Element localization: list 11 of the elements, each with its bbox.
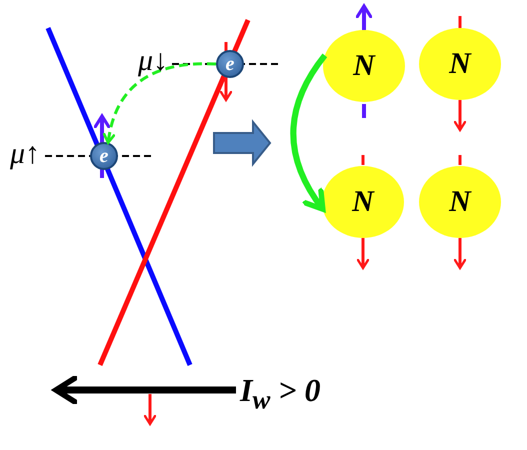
nucleus-circle: N — [419, 166, 501, 238]
arrow — [290, 54, 328, 212]
arrow — [103, 62, 216, 144]
label: μ↓ — [138, 46, 168, 76]
nucleus-circle: N — [323, 30, 405, 102]
electron-circle: e — [90, 142, 118, 170]
nucleus-circle: N — [322, 166, 404, 238]
label: μ↑ — [10, 139, 40, 169]
nucleus-circle: N — [419, 28, 501, 100]
current-label: I$_{w}$ > 0 — [240, 374, 320, 414]
electron-circle: e — [216, 50, 244, 78]
